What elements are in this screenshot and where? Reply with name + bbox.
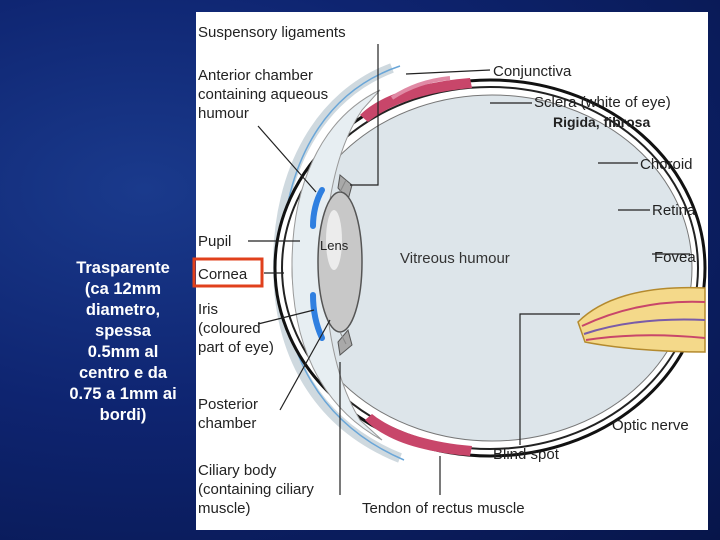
label-posterior-chamber: Posterior [198, 396, 258, 413]
leader-blind-spot [519, 313, 580, 445]
rectus-muscle-top [360, 78, 472, 122]
leader-anterior [257, 125, 317, 193]
label-iris: (coloured [198, 320, 261, 337]
label-choroid: Choroid [640, 156, 693, 173]
leader-iris [257, 309, 315, 325]
cornea-description: Trasparente (ca 12mm diametro, spessa 0.… [48, 258, 198, 426]
lens-highlight [326, 210, 342, 270]
diagram-labels: Suspensory ligaments Anterior chamber co… [198, 24, 696, 517]
choroid-shape [281, 86, 699, 450]
suspensory-ligament [339, 331, 347, 345]
cornea-highlight-box [192, 257, 264, 288]
label-iris: Iris [198, 301, 218, 318]
label-sclera: Sclera (white of eye) [534, 94, 671, 111]
cornea-description-line: 0.75 a 1mm ai [69, 385, 177, 403]
label-anterior-chamber: containing aqueous [198, 86, 328, 103]
rectus-muscle-top-2 [390, 76, 451, 100]
label-blind-spot: Blind spot [493, 446, 560, 463]
optic-nerve-vessel [585, 334, 706, 341]
label-anterior-chamber: Anterior chamber [198, 67, 313, 84]
label-iris: part of eye) [198, 339, 274, 356]
cornea-description-line: Trasparente [76, 259, 170, 277]
label-retina: Retina [652, 202, 696, 219]
optic-nerve-vessel [583, 318, 706, 335]
cornea-description-line: centro e da [78, 364, 168, 382]
cornea-description-line: 0.5mm al [87, 343, 159, 361]
leader-conjunctiva [405, 69, 491, 75]
label-lens: Lens [320, 238, 349, 253]
label-conjunctiva: Conjunctiva [493, 63, 572, 80]
label-ciliary-body: Ciliary body [198, 462, 277, 479]
label-cornea: Cornea [198, 266, 248, 283]
leader-posterior [279, 319, 331, 411]
label-posterior-chamber: chamber [198, 415, 256, 432]
cornea-description-line: spessa [95, 322, 151, 340]
label-pupil: Pupil [198, 233, 231, 250]
suspensory-ligament [339, 179, 347, 193]
cornea-description-line: (ca 12mm [84, 280, 162, 298]
label-anterior-chamber: humour [198, 105, 249, 122]
label-sclera-note: Rigida, fibrosa [553, 114, 650, 130]
label-ciliary-body: muscle) [198, 500, 251, 517]
leader-suspensory [350, 44, 379, 186]
optic-nerve-vessel [581, 300, 706, 327]
iris-lower [310, 292, 325, 341]
rectus-muscle-bottom [365, 414, 472, 456]
cornea-description-line: bordi) [99, 406, 147, 424]
label-suspensory-ligaments: Suspensory ligaments [198, 24, 346, 41]
label-tendon-rectus: Tendon of rectus muscle [362, 500, 525, 517]
iris-upper [310, 187, 325, 229]
label-vitreous-humour: Vitreous humour [400, 250, 510, 267]
leader-lines [248, 44, 690, 495]
label-optic-nerve: Optic nerve [612, 417, 689, 434]
label-ciliary-body: (containing ciliary [198, 481, 314, 498]
lens-shape [317, 191, 363, 333]
label-fovea: Fovea [654, 249, 696, 266]
cornea-description-line: diametro, [85, 301, 161, 319]
